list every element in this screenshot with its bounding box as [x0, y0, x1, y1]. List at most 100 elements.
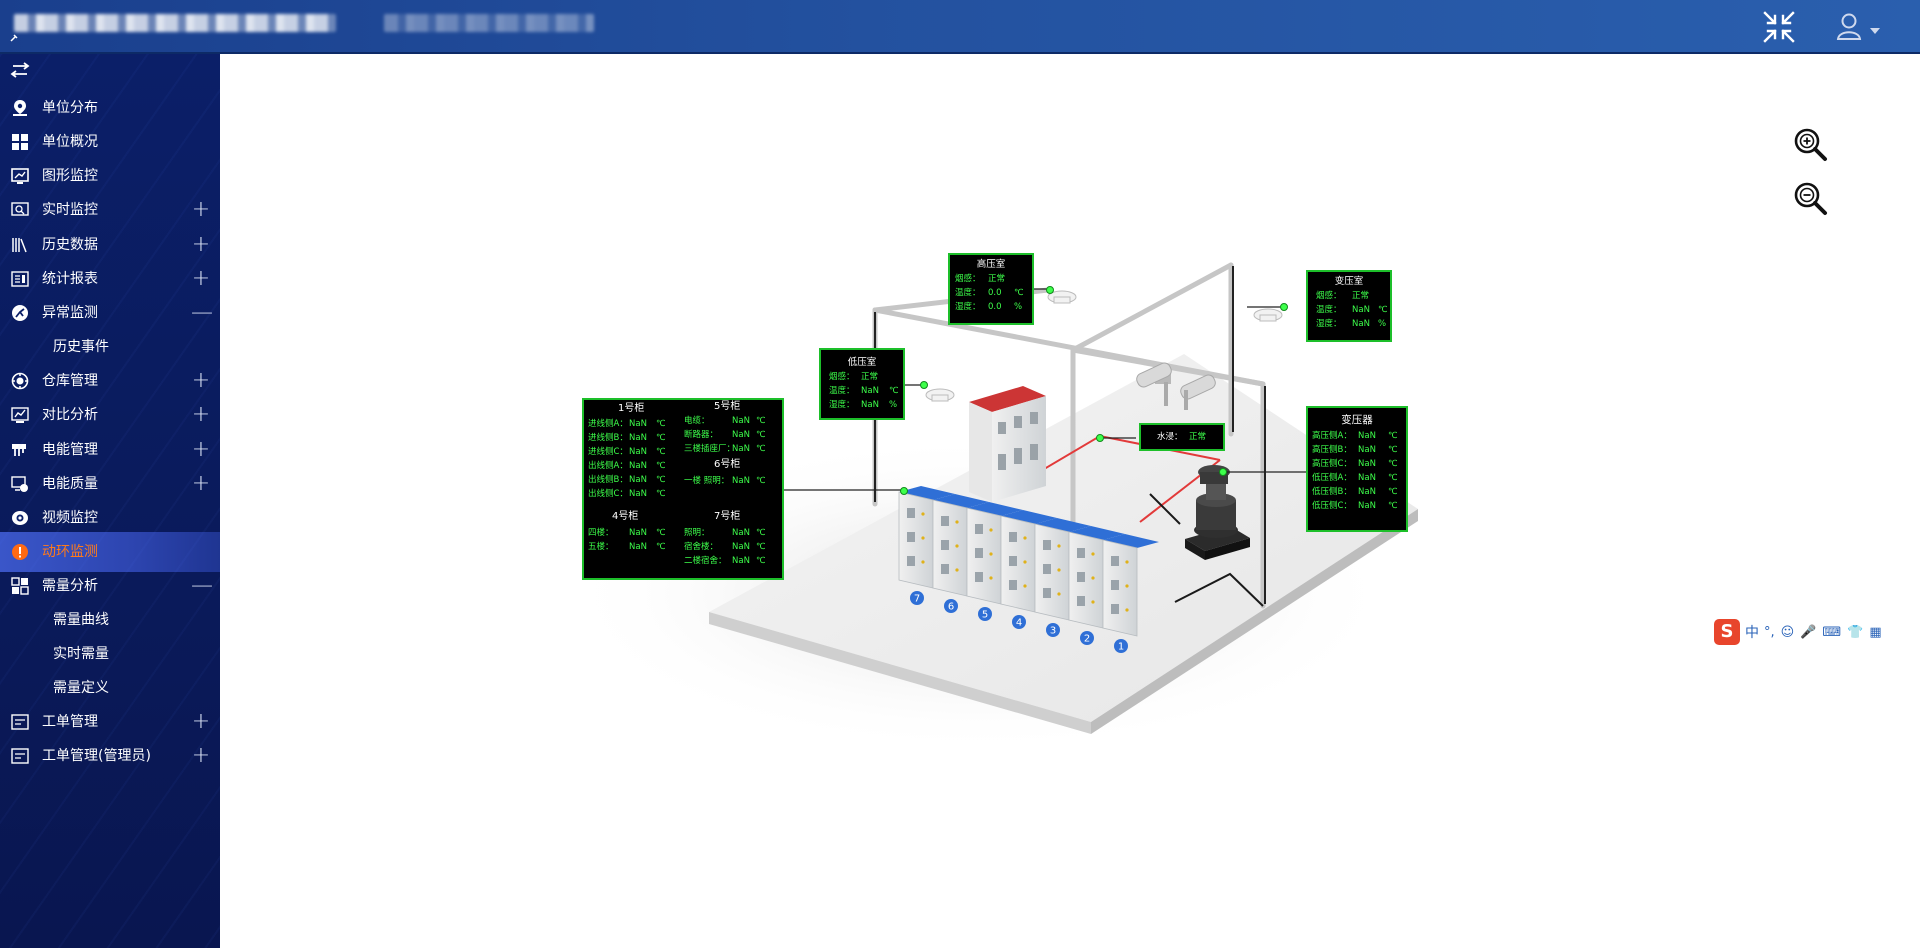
zoom-in-icon[interactable] — [1792, 126, 1828, 162]
expand-plus-icon[interactable]: + — [191, 266, 211, 291]
panel-row-key: 湿度： — [1316, 319, 1342, 329]
panel-row-value: NaN — [629, 433, 647, 443]
panel-row-value: NaN — [629, 528, 647, 538]
panel-row-key: 断路器： — [684, 430, 719, 440]
expand-plus-icon[interactable]: + — [191, 197, 211, 222]
panel-row-key: 烟感： — [1316, 291, 1342, 301]
sidebar-item-label: 统计报表 — [42, 271, 98, 287]
sidebar-item[interactable]: 历史数据+ — [0, 225, 220, 265]
ime-tool-icon[interactable]: 🎤 — [1800, 624, 1817, 640]
expand-plus-icon[interactable]: + — [191, 437, 211, 462]
sidebar-item[interactable]: 单位分布 — [0, 88, 220, 128]
alert-dial-icon — [12, 305, 28, 321]
collapse-minus-icon[interactable]: — — [191, 573, 213, 598]
collapse-minus-icon[interactable]: — — [191, 300, 213, 325]
user-icon — [1836, 13, 1862, 40]
panel-row-unit: ℃ — [1378, 305, 1388, 315]
switch-cabinet — [898, 486, 955, 589]
sidebar-item[interactable]: 异常监测— — [0, 293, 220, 333]
panel-row: 宿舍楼：NaN℃ — [684, 540, 784, 554]
app-title-blurred — [14, 14, 336, 32]
sidebar-item[interactable]: 实时监控+ — [0, 190, 220, 230]
panel-row: 湿度：NaN% — [1308, 317, 1390, 331]
monitor-chart-icon — [11, 168, 29, 184]
ime-tool-icon[interactable]: ☺ — [1780, 624, 1795, 640]
panel-row-value: NaN — [732, 416, 750, 426]
sidebar-item-label: 需量分析 — [42, 578, 98, 594]
cabinet-number-badge — [1114, 639, 1128, 653]
sidebar-item-label: 仓库管理 — [42, 373, 98, 389]
switch-cabinet — [1102, 534, 1159, 637]
ime-tool-icon[interactable]: °, — [1764, 624, 1775, 640]
sidebar-item[interactable]: 需量定义 — [0, 668, 220, 708]
panel-row-key: 烟感： — [955, 274, 981, 284]
panel-row-key: 四楼： — [588, 528, 614, 538]
sidebar-item-label: 单位概况 — [42, 134, 98, 150]
sidebar-item[interactable]: 动环监测 — [0, 532, 220, 572]
switch-cabinet — [1068, 526, 1125, 629]
panel-row-key: 低压侧B： — [1312, 487, 1352, 497]
expand-plus-icon[interactable]: + — [191, 709, 211, 734]
panel-row-unit: ℃ — [756, 416, 766, 426]
expand-plus-icon[interactable]: + — [191, 402, 211, 427]
zoom-out-icon[interactable] — [1792, 180, 1828, 216]
sidebar-item[interactable]: 需量曲线 — [0, 600, 220, 640]
panel-row-unit: ℃ — [756, 430, 766, 440]
sidebar-item[interactable]: 需量分析 — — [0, 566, 220, 606]
ime-mode-toggle[interactable]: 中 — [1745, 625, 1759, 641]
sidebar-item[interactable]: 工单管理+ — [0, 702, 220, 742]
panel-row: 电缆： NaN ℃ — [684, 414, 784, 428]
sidebar-item[interactable]: 图形监控 — [0, 156, 220, 196]
workorder-icon — [11, 748, 29, 764]
sidebar-item[interactable]: 统计报表 + — [0, 259, 220, 299]
sidebar-item[interactable]: 对比分析+ — [0, 395, 220, 435]
panel-row: 低压侧C：NaN℃ — [1308, 499, 1406, 513]
cabinet-7-title: 7号柜 — [714, 511, 741, 522]
panel-row-unit: ℃ — [656, 447, 666, 457]
sidebar-toggle-button[interactable] — [10, 62, 34, 82]
panel-row: 高压侧C：NaN℃ — [1308, 457, 1406, 471]
expand-plus-icon[interactable]: + — [191, 471, 211, 496]
sidebar-item[interactable]: 工单管理(管理员)+ — [0, 736, 220, 776]
sidebar-item[interactable]: 电能质量+ — [0, 464, 220, 504]
panel-row-unit: ℃ — [1388, 445, 1398, 455]
expand-plus-icon[interactable]: + — [191, 368, 211, 393]
panel-row-key: 出线侧A： — [588, 461, 628, 471]
ime-logo-icon[interactable]: S — [1714, 619, 1740, 645]
sidebar-item[interactable]: 视频监控 — [0, 498, 220, 538]
compare-chart-icon — [11, 407, 29, 423]
sidebar-item[interactable]: 实时需量 — [0, 634, 220, 674]
panel-row-key: 电缆： — [684, 416, 710, 426]
sidebar-item[interactable]: 单位概况 — [0, 122, 220, 162]
panel-row: 低压侧B：NaN℃ — [1308, 485, 1406, 499]
panel-row-key: 湿度： — [955, 302, 981, 312]
panel-row: 进线侧A：NaN℃ — [584, 417, 684, 431]
ime-tool-icon[interactable]: 👕 — [1847, 624, 1864, 640]
expand-plus-icon[interactable]: + — [191, 232, 211, 257]
user-menu-button[interactable] — [1836, 12, 1884, 44]
panel-row-unit: ℃ — [756, 542, 766, 552]
quality-monitor-icon — [11, 476, 28, 492]
ime-tool-icon[interactable]: ⌨ — [1822, 624, 1842, 640]
expand-plus-icon[interactable]: + — [191, 743, 211, 768]
panel-row: 照明：NaN℃ — [684, 526, 784, 540]
ime-toolbar[interactable]: S 中 °, ☺ 🎤 ⌨ 👕 ▦ — [1712, 618, 1920, 646]
sidebar-item[interactable]: 仓库管理 + — [0, 361, 220, 401]
ime-tool-icon[interactable]: ▦ — [1869, 624, 1882, 640]
panel-row-key: 宿舍楼： — [684, 542, 719, 552]
panel-row-value: NaN — [732, 476, 750, 486]
compress-icon[interactable] — [1762, 10, 1796, 44]
sidebar-item[interactable]: 电能管理+ — [0, 430, 220, 470]
panel-water-leak[interactable]: 水浸： 正常 — [1139, 423, 1225, 451]
sidebar-item[interactable]: 历史事件 — [0, 327, 220, 367]
panel-row: 断路器：NaN℃ — [684, 428, 784, 442]
panel-row-value: 0.0 — [988, 302, 1002, 312]
panel-row-key: 温度： — [955, 288, 981, 298]
caret-down-icon — [1870, 28, 1880, 34]
